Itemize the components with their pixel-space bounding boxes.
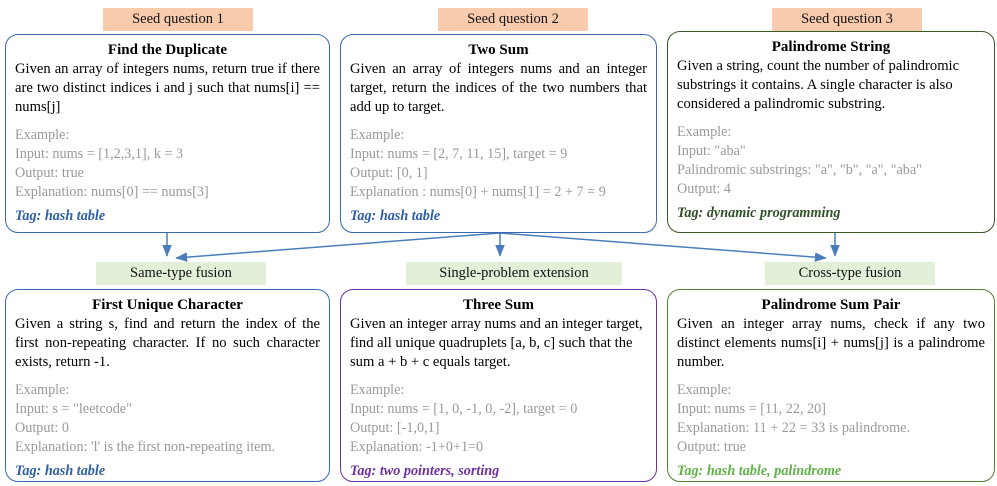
card-example: Example: Input: nums = [1, 0, -1, 0, -2]… [350,381,647,457]
card-three-sum[interactable]: Three Sum Given an integer array nums an… [340,289,657,482]
card-description: Given an integer array nums, check if an… [677,316,985,370]
example-label: Example: [350,126,405,143]
badge-single-problem-extension: Single-problem extension [406,262,622,286]
example-input: Input: s = "leetcode" [15,400,132,417]
card-description: Given a string, count the number of pali… [677,58,960,112]
card-title: Two Sum [468,42,529,58]
example-input: Input: nums = [1, 0, -1, 0, -2], target … [350,400,578,417]
example-input: Input: nums = [11, 22, 20] [677,400,826,417]
card-title: Find the Duplicate [107,42,228,58]
card-tag: Tag: dynamic programming [677,205,841,222]
card-example: Example: Input: nums = [1,2,3,1], k = 3 … [15,126,320,202]
example-output: Output: 4 [677,180,731,197]
card-description: Given an array of integers nums and an i… [350,61,647,115]
card-example: Example: Input: s = "leetcode" Output: 0… [15,381,320,457]
example-label: Example: [15,381,70,398]
example-explanation: Explanation: -1+0+1=0 [350,438,484,455]
arrow-card2-to-same-type-fusion [175,232,501,262]
example-input: Input: "aba" [677,142,746,159]
card-example: Example: Input: nums = [11, 22, 20] Expl… [677,381,985,457]
badge-cross-type-fusion: Cross-type fusion [765,262,935,286]
card-title: Three Sum [463,297,534,313]
card-tag: Tag: hash table, palindrome [677,463,842,480]
example-label: Example: [350,381,405,398]
card-two-sum[interactable]: Two Sum Given an array of integers nums … [340,34,657,233]
example-explanation: Explanation : nums[0] + nums[1] = 2 + 7 … [350,183,606,200]
example-output: Output: 0 [15,419,69,436]
card-title: Palindrome Sum Pair [761,297,901,313]
example-label: Example: [677,381,732,398]
example-output: Output: [-1,0,1] [350,419,440,436]
card-palindrome-string[interactable]: Palindrome String Given a string, count … [667,31,995,233]
card-tag: Tag: two pointers, sorting [350,463,500,480]
example-substrings: Palindromic substrings: "a", "b", "a", "… [677,161,922,178]
badge-seed-question-2: Seed question 2 [438,8,588,32]
example-explanation: Explanation: nums[0] == nums[3] [15,183,209,200]
card-title: First Unique Character [92,297,243,313]
card-tag: Tag: hash table [15,208,106,225]
badge-seed-question-1: Seed question 1 [103,8,253,32]
badge-seed-question-3: Seed question 3 [772,8,922,32]
example-explanation: Explanation: 'l' is the first non-repeat… [15,438,276,455]
card-description: Given an integer array nums and an integ… [350,316,643,370]
example-input: Input: nums = [1,2,3,1], k = 3 [15,145,184,162]
card-find-the-duplicate[interactable]: Find the Duplicate Given an array of int… [5,34,330,233]
example-output: Output: [0, 1] [350,164,428,181]
badge-same-type-fusion: Same-type fusion [96,262,266,286]
card-description: Given an array of integers nums, return … [15,61,320,115]
example-explanation: Explanation: 11 + 22 = 33 is palindrome. [677,419,910,436]
card-palindrome-sum-pair[interactable]: Palindrome Sum Pair Given an integer arr… [667,289,995,482]
card-tag: Tag: hash table [15,463,106,480]
card-tag: Tag: hash table [350,208,441,225]
example-input: Input: nums = [2, 7, 11, 15], target = 9 [350,145,568,162]
card-description: Given a string s, find and return the in… [15,316,320,370]
card-title: Palindrome String [771,39,891,55]
arrow-card2-to-cross-type-fusion [499,232,827,262]
example-label: Example: [15,126,70,143]
card-example: Example: Input: "aba" Palindromic substr… [677,123,985,199]
example-output: Output: true [677,438,746,455]
example-label: Example: [677,123,732,140]
example-output: Output: true [15,164,84,181]
card-first-unique-character[interactable]: First Unique Character Given a string s,… [5,289,330,482]
card-example: Example: Input: nums = [2, 7, 11, 15], t… [350,126,647,202]
